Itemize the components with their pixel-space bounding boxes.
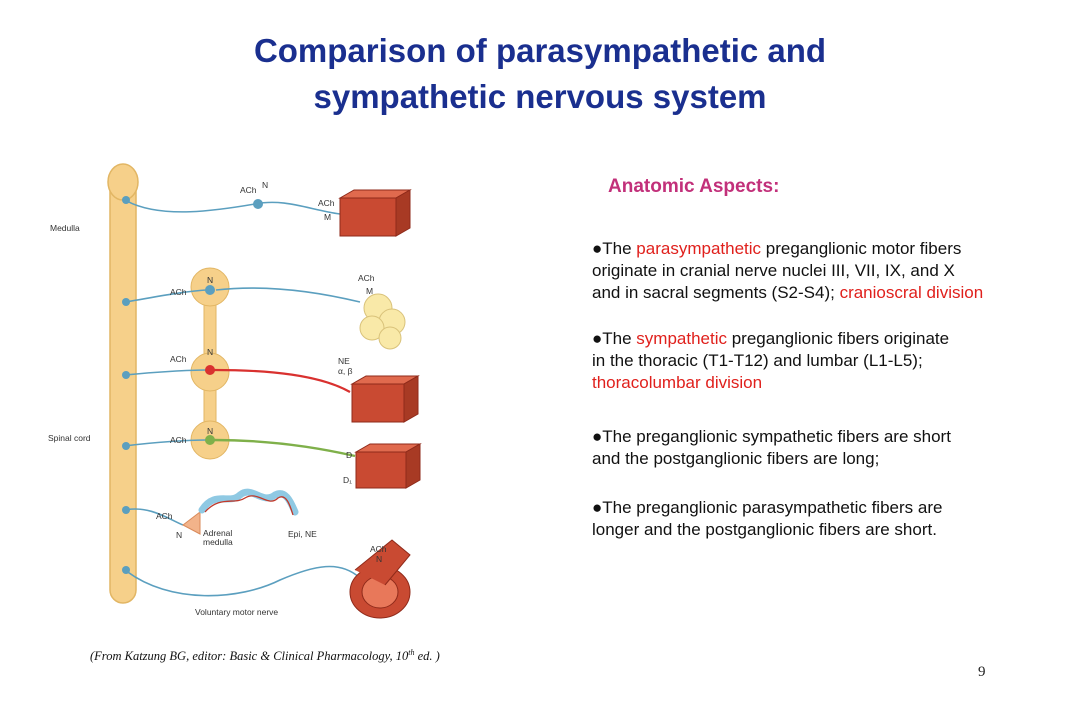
citation-sup: th <box>408 648 415 657</box>
row4-post-transmitter: D <box>346 450 352 460</box>
row3-post-receptor: α, β <box>338 366 353 376</box>
title-line-1: Comparison of parasympathetic and <box>253 32 827 69</box>
bullet1-rest: preganglionic motor fibers <box>761 239 962 258</box>
row4-post-receptor: D₁ <box>343 475 352 485</box>
bullet-sympathetic-origin: ●The sympathetic preganglionic fibers or… <box>592 328 1080 394</box>
bullet2-highlight2: thoracolumbar division <box>592 373 763 392</box>
bullet3-line1: ●The preganglionic sympathetic fibers ar… <box>592 427 951 446</box>
title-line-2: sympathetic nervous system <box>313 78 767 115</box>
row3-receptor: N <box>207 347 213 357</box>
row4-pre-transmitter: ACh <box>170 435 187 445</box>
row1-receptor: N <box>262 180 268 190</box>
smooth-muscle-effector-d <box>354 443 422 489</box>
bullet1-line2: originate in cranial nerve nuclei III, V… <box>592 261 955 280</box>
smooth-muscle-effector-ne <box>350 375 420 423</box>
row2-receptor: N <box>207 275 213 285</box>
row2-post-transmitter: ACh <box>358 273 375 283</box>
label-epi-ne: Epi, NE <box>288 529 317 539</box>
nerve-fibers <box>124 199 361 597</box>
gland-effector <box>359 293 406 350</box>
anatomic-heading: Anatomic Aspects: <box>608 176 780 197</box>
autonomic-nervous-system-diagram: Medulla Spinal cord Voluntary motor nerv… <box>48 163 422 619</box>
bullet1-line3: and in sacral segments (S2-S4); <box>592 283 840 302</box>
bullet-parasympathetic-origin: ●The parasympathetic preganglionic motor… <box>592 238 1080 304</box>
adrenal-medulla <box>182 488 299 535</box>
bullet4-line2: longer and the postganglionic fibers are… <box>592 520 937 539</box>
bullet1-highlight: parasympathetic <box>636 239 762 258</box>
label-voluntary-motor-nerve: Voluntary motor nerve <box>195 607 278 617</box>
row1-pre-transmitter: ACh <box>240 185 257 195</box>
spinal-cord <box>107 163 139 604</box>
bullet-parasympathetic-fiber-length: ●The preganglionic parasympathetic fiber… <box>592 497 1080 541</box>
bullet1-prefix: ●The <box>592 239 637 258</box>
row3-pre-transmitter: ACh <box>170 354 187 364</box>
citation: (From Katzung BG, editor: Basic & Clinic… <box>90 648 440 664</box>
bullet2-highlight: sympathetic <box>636 329 727 348</box>
row2-post-receptor: M <box>366 286 373 296</box>
cardiac-muscle-effector <box>338 189 412 237</box>
row6-post-transmitter: ACh <box>370 544 387 554</box>
bullet1-highlight2: cranioscral division <box>839 283 984 302</box>
slide-title: Comparison of parasympathetic and sympat… <box>0 28 1080 120</box>
citation-end: ed. ) <box>414 649 440 664</box>
row3-post-transmitter: NE <box>338 356 350 366</box>
row1-post-receptor: M <box>324 212 331 222</box>
bullet2-rest: preganglionic fibers originate <box>727 329 950 348</box>
bullet2-prefix: ●The <box>592 329 637 348</box>
skeletal-muscle-effector <box>349 539 411 619</box>
label-spinal-cord: Spinal cord <box>48 433 91 443</box>
row5-receptor: N <box>176 530 182 540</box>
label-adrenal-2: medulla <box>203 537 233 547</box>
cord-dots <box>122 196 130 574</box>
citation-text: (From Katzung BG, editor: Basic & Clinic… <box>90 649 409 664</box>
bullet-sympathetic-fiber-length: ●The preganglionic sympathetic fibers ar… <box>592 426 1080 470</box>
label-medulla: Medulla <box>50 223 80 233</box>
row5-pre-transmitter: ACh <box>156 511 173 521</box>
row6-post-receptor: N <box>376 554 382 564</box>
synapse-dots <box>205 199 263 445</box>
label-adrenal-1: Adrenal <box>203 528 232 538</box>
row4-receptor: N <box>207 426 213 436</box>
row2-pre-transmitter: ACh <box>170 287 187 297</box>
page-number: 9 <box>978 664 986 680</box>
bullet4-line1: ●The preganglionic parasympathetic fiber… <box>592 498 943 517</box>
bullet3-line2: and the postganglionic fibers are long; <box>592 449 880 468</box>
bullet2-line2: in the thoracic (T1-T12) and lumbar (L1-… <box>592 351 923 370</box>
diagram-labels: Medulla Spinal cord Voluntary motor nerv… <box>48 180 387 617</box>
row1-post-transmitter: ACh <box>318 198 335 208</box>
